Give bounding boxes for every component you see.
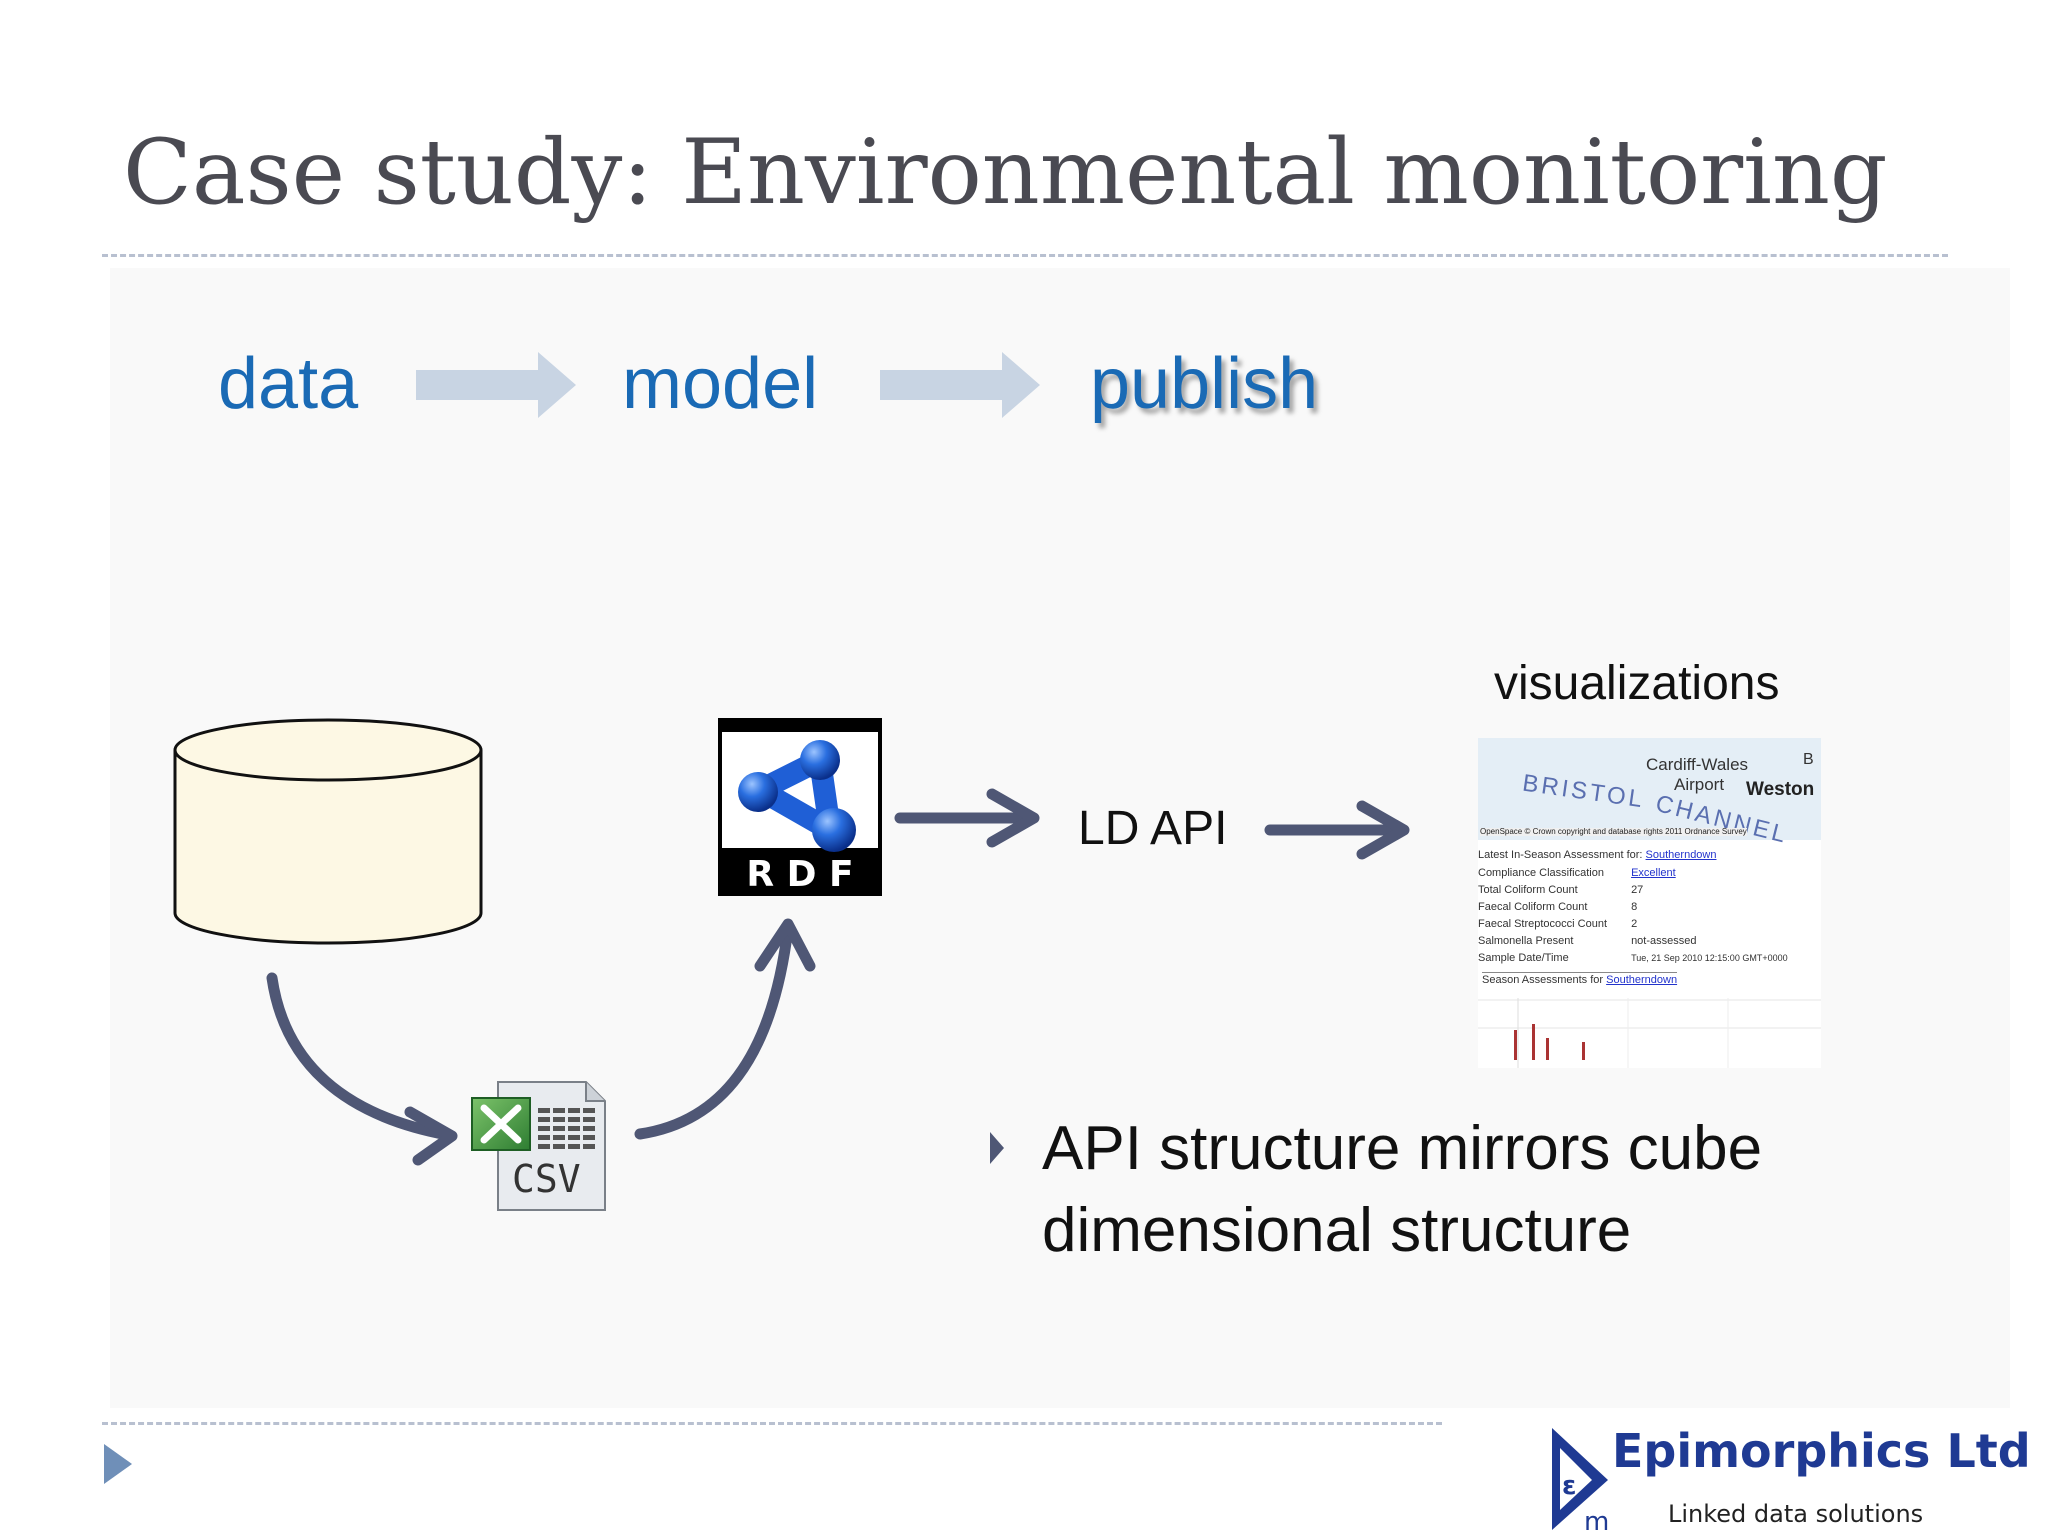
row-label: Compliance Classification [1478,867,1604,879]
slide-title: Case study: Environmental monitoring [123,120,1888,225]
stage-publish: publish [1090,344,1319,424]
epimorphics-mark-icon: ε m [1552,1428,1609,1536]
row-value: Tue, 21 Sep 2010 12:15:00 GMT+0000 [1631,953,1788,963]
season-heading-link[interactable]: Southerndown [1606,974,1678,986]
arrow-to-rdf [634,918,816,1140]
stage-data: data [218,344,359,424]
company-name: Epimorphics Ltd [1612,1424,2031,1478]
row-label: Faecal Streptococci Count [1478,918,1608,930]
row-compliance: Compliance Classification Excellent [1478,868,1676,879]
slide-nav-triangle-icon [104,1444,132,1484]
row-label: Salmonella Present [1478,935,1574,947]
visualization-screenshot: Cardiff-Wales Airport Weston BRISTOL CHA… [1478,738,1821,1068]
arrow-rdf-to-api [894,788,1040,848]
row-label: Sample Date/Time [1478,952,1569,964]
bullet-icon [990,1132,1004,1164]
svg-text:ε: ε [1562,1471,1576,1501]
mini-bar-chart [1478,998,1821,1068]
row-label: Faecal Coliform Count [1478,901,1588,913]
season-heading-label: Season Assessments for [1482,974,1604,986]
rdf-logo-icon: R D F [718,718,882,896]
footer-divider [102,1422,1442,1425]
row-salmonella: Salmonella Present not-assessed [1478,936,1697,947]
epimorphics-logo: ε m Epimorphics Ltd Linked data solution… [1548,1418,2031,1536]
csv-file-icon: CSV [471,1081,606,1211]
map-thumbnail: Cardiff-Wales Airport Weston BRISTOL CHA… [1478,738,1821,849]
stage-model: model [622,344,819,424]
csv-label: CSV [512,1157,581,1201]
assessment-heading: Latest In-Season Assessment for: Souther… [1478,850,1717,861]
row-value: not-assessed [1631,935,1697,947]
row-label: Total Coliform Count [1478,884,1578,896]
row-faecal-coliform: Faecal Coliform Count 8 [1478,902,1637,913]
map-label-weston: Weston [1746,779,1815,800]
stage-arrow-2 [880,352,1040,418]
ld-api-label: LD API [1078,802,1228,855]
company-tagline: Linked data solutions [1668,1500,1924,1528]
map-label-airport: Cardiff-Wales [1646,755,1749,774]
map-label-airport-2: Airport [1674,775,1725,794]
stage-arrow-1 [416,352,576,418]
row-value: 27 [1631,884,1644,896]
svg-text:m: m [1584,1507,1609,1536]
title-divider [102,254,1948,257]
row-value: 2 [1631,918,1638,930]
bullet-text: API structure mirrors cube dimensional s… [1042,1114,1763,1265]
map-label-b: B [1803,751,1814,768]
row-value-link[interactable]: Excellent [1631,867,1676,879]
row-sample-date: Sample Date/Time Tue, 21 Sep 2010 12:15:… [1478,953,1788,964]
row-total-coliform: Total Coliform Count 27 [1478,885,1643,896]
row-faecal-streptococci: Faecal Streptococci Count 2 [1478,919,1637,930]
database-cylinder-icon [173,718,483,945]
visualizations-label: visualizations [1494,657,1780,710]
row-value: 8 [1631,901,1638,913]
assessment-heading-link[interactable]: Southerndown [1645,849,1717,861]
map-footer: OpenSpace © Crown copyright and database… [1480,827,1747,836]
assessment-heading-label: Latest In-Season Assessment for: [1478,849,1643,861]
rdf-label: R D F [746,854,853,895]
arrow-api-to-visualizations [1264,800,1410,860]
arrow-to-csv [266,972,458,1166]
season-heading: Season Assessments for Southerndown [1482,972,1678,986]
